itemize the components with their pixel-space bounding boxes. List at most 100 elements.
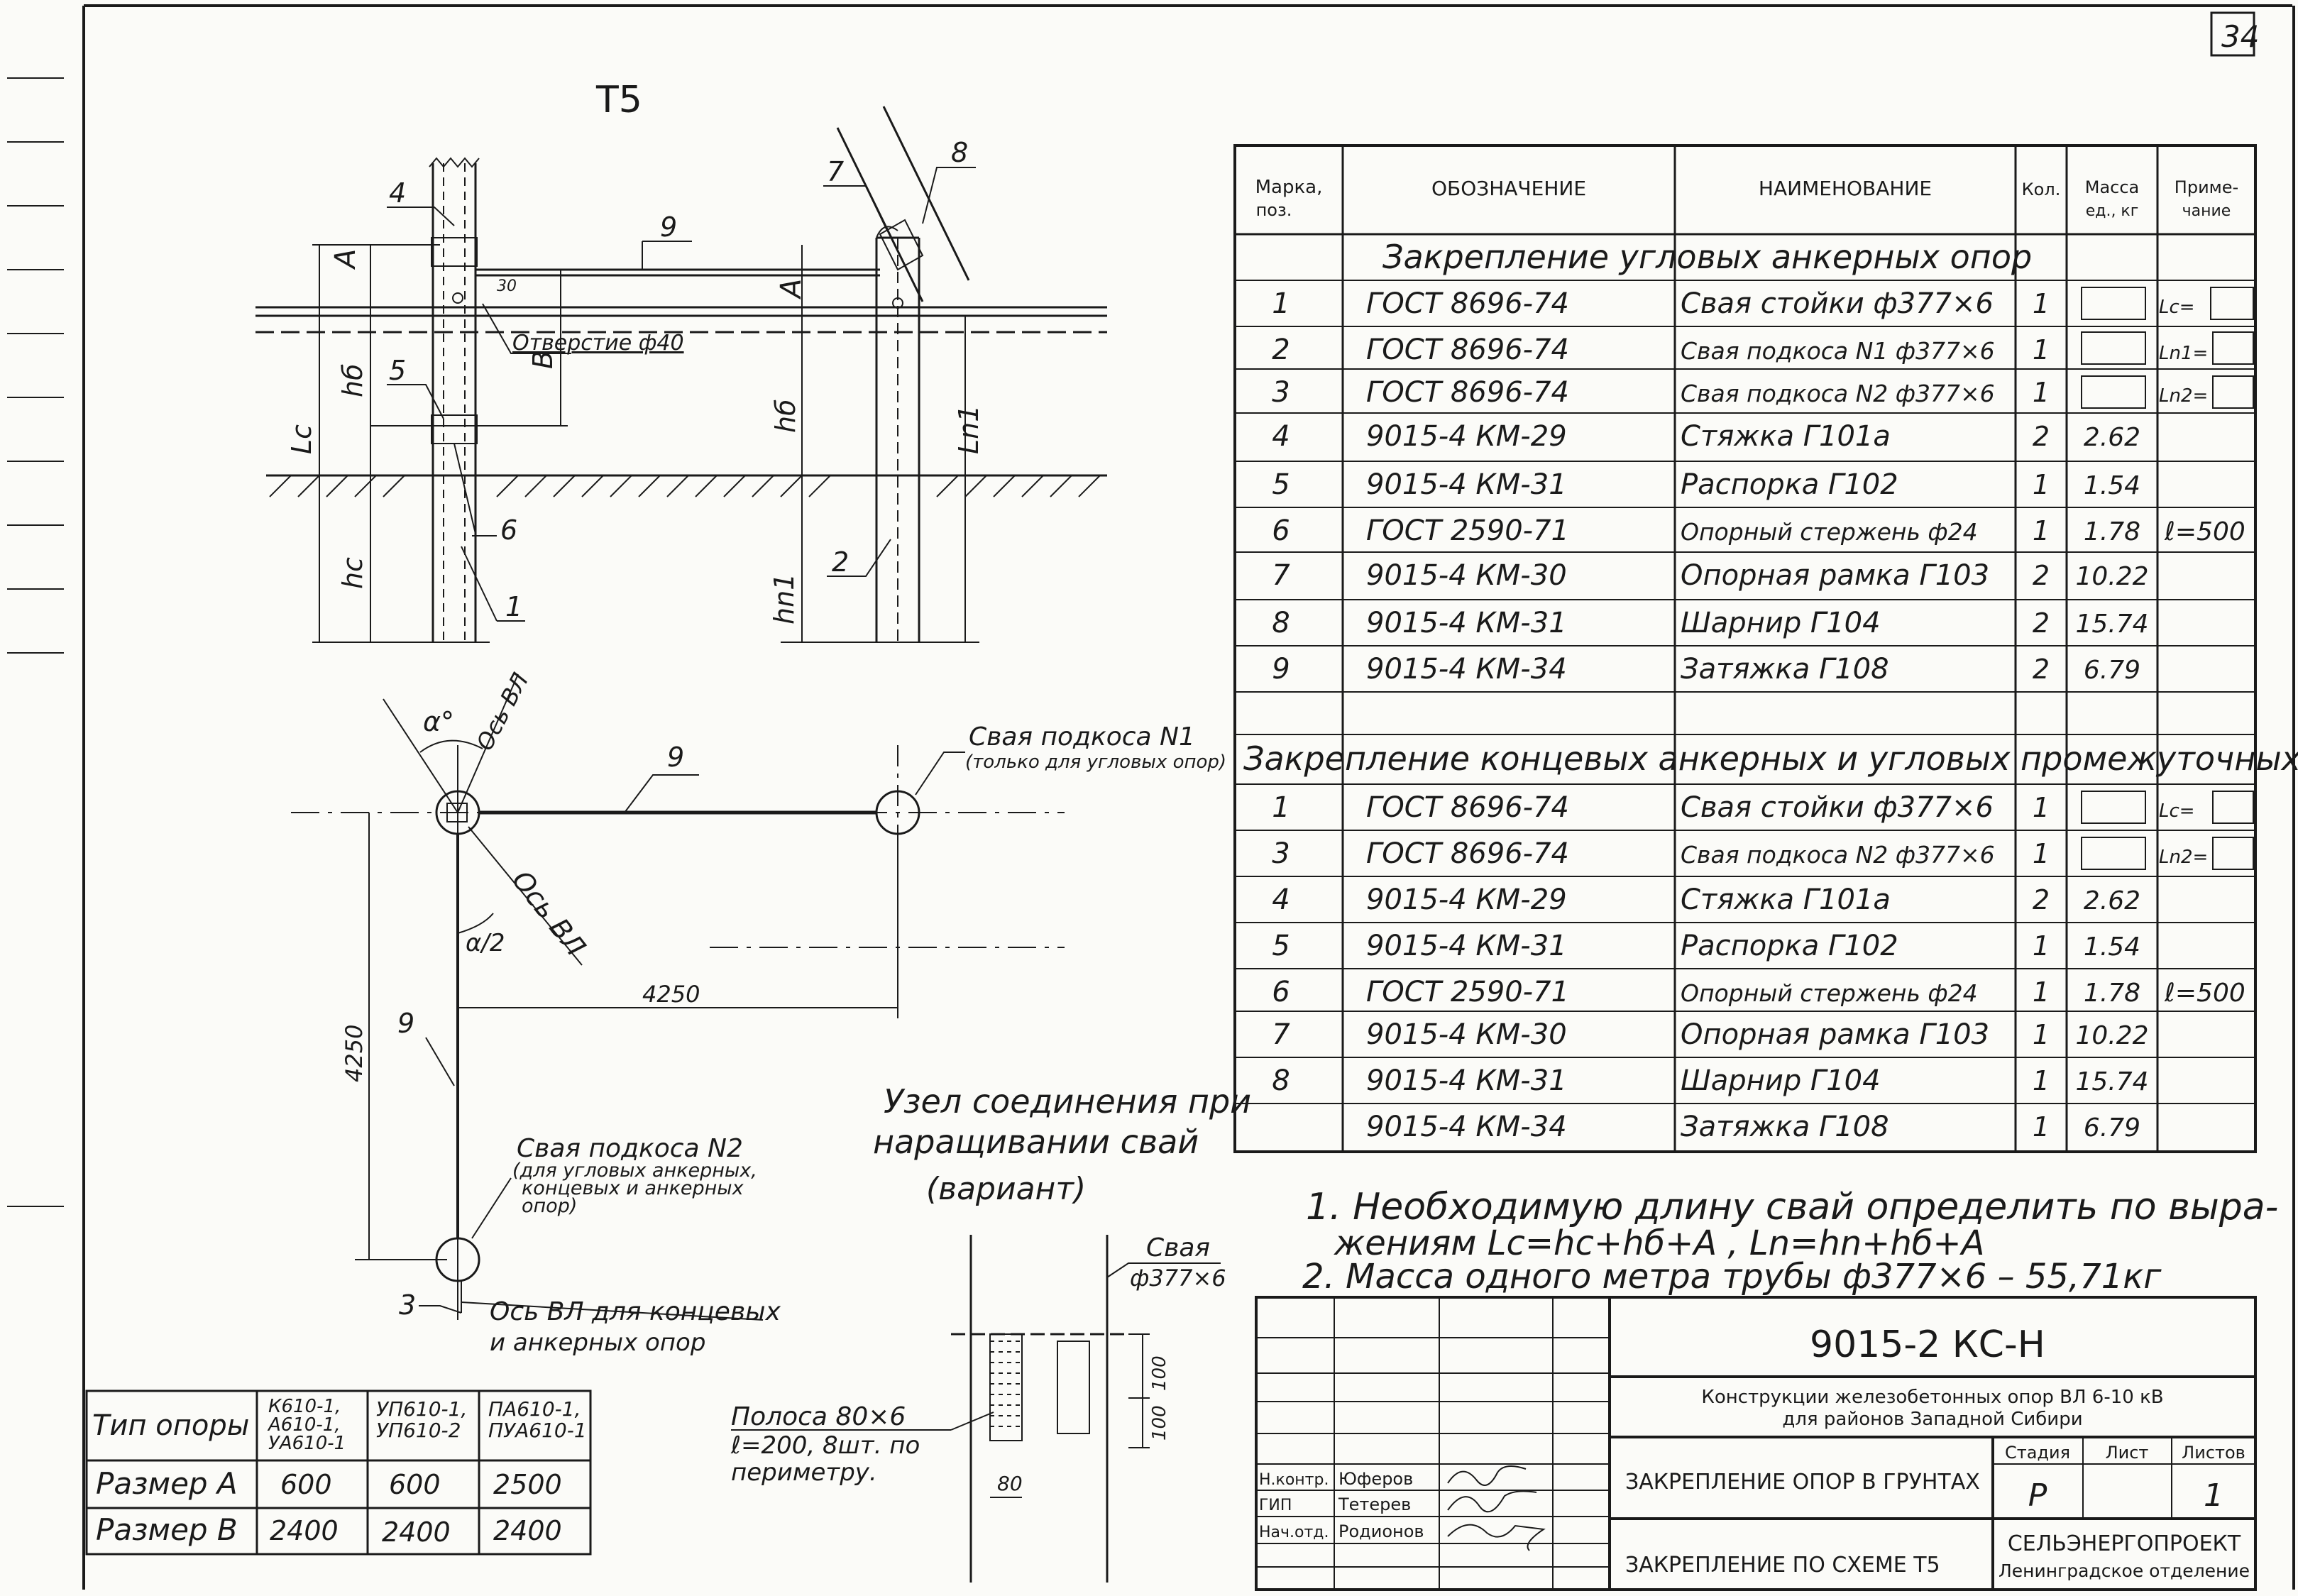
binding-margin-marks	[7, 77, 64, 1207]
type-table	[85, 1389, 592, 1556]
spec-row-qty: 2	[2033, 560, 2050, 591]
spec-row-qty: 2	[2033, 884, 2050, 915]
spec-row-qty: 1	[2033, 1065, 2050, 1096]
spec-row-pos: 1	[1272, 791, 1290, 824]
spec-row-qty: 1	[2033, 377, 2050, 408]
list-header: Лист	[2106, 1443, 2149, 1463]
spec-row-mass: 10.22	[2075, 562, 2148, 591]
spec-row-name: Распорка Г102	[1681, 930, 1898, 962]
node-pile-label: Свая	[1146, 1233, 1210, 1262]
spec-row-qty: 1	[2033, 288, 2050, 319]
spec-h-mark-1: Марка,	[1255, 177, 1323, 198]
spec-row-qty: 2	[2033, 607, 2050, 639]
spec-row-designation: 9015-4 КМ-30	[1366, 559, 1567, 592]
spec-row-mass: 15.74	[2075, 1067, 2148, 1096]
spec-row-name: Свая подкоса N1 ф377×6	[1681, 337, 1995, 365]
plan-view	[291, 673, 1065, 1321]
node-dim-80: 80	[997, 1472, 1023, 1495]
elevation-labels: A hб Lc hc B 30 A hб Ln1 hn1 4 5 6 1 9 7…	[286, 137, 984, 624]
spec-section-2: Закрепление концевых анкерных и угловых …	[1243, 739, 2298, 778]
note-1b: жениям Lc=hc+hб+A , Ln=hn+hб+A	[1334, 1223, 1984, 1263]
spec-row-pos: 3	[1272, 837, 1290, 870]
type-row-a-v1: 600	[280, 1469, 332, 1500]
spec-table-headers: Марка, поз. ОБОЗНАЧЕНИЕ НАИМЕНОВАНИЕ Кол…	[1255, 177, 2239, 220]
spec-row-qty: 1	[2033, 1111, 2050, 1143]
sign-name-1: Юферов	[1338, 1469, 1413, 1489]
spec-row-designation: ГОСТ 8696-74	[1366, 837, 1569, 870]
spec-h-mass-2: ед., кг	[2086, 202, 2139, 220]
dim-hb-left: hб	[337, 363, 368, 397]
spec-row-mass: 6.79	[2084, 656, 2140, 685]
spec-row-name: Опорный стержень ф24	[1681, 979, 1978, 1007]
sheet-title: ЗАКРЕПЛЕНИЕ ОПОР В ГРУНТАХ	[1625, 1470, 1980, 1495]
spec-h-qty: Кол.	[2022, 180, 2061, 199]
axis-vl-diagonal: Ось ВЛ	[506, 864, 592, 962]
callout-8: 8	[951, 137, 968, 168]
dim-hb-right: hб	[770, 399, 801, 433]
spec-row-qty: 2	[2033, 654, 2050, 685]
type-col3-l1: ПА610-1,	[488, 1397, 581, 1421]
axis-vl-upper: Ось ВЛ	[471, 668, 534, 755]
spec-row-qty: 1	[2033, 976, 2050, 1008]
spec-row-pos: 9	[1272, 653, 1290, 686]
pile-n2-note-1: (для угловых анкерных,	[512, 1160, 757, 1182]
spec-row-name: Опорная рамка Г103	[1681, 1018, 1989, 1051]
spec-row-note: ℓ=500	[2164, 517, 2245, 546]
spec-row-name: Распорка Г102	[1681, 468, 1898, 501]
spec-row-qty: 2	[2033, 421, 2050, 452]
lists-value: 1	[2204, 1477, 2223, 1514]
spec-row-designation: 9015-4 КМ-34	[1366, 1111, 1567, 1143]
axis-end-2: и анкерных опор	[490, 1328, 705, 1357]
view-label: T5	[595, 79, 642, 121]
node-dim-100a: 100	[1149, 1355, 1170, 1391]
dim-4250-h: 4250	[642, 981, 700, 1008]
spec-row-designation: ГОСТ 8696-74	[1366, 376, 1569, 409]
spec-h-designation: ОБОЗНАЧЕНИЕ	[1431, 177, 1586, 200]
pile-n1-note: (только для угловых опор)	[965, 752, 1226, 773]
sign-role-2: ГИП	[1259, 1497, 1292, 1514]
spec-row-note: Ln2=	[2159, 847, 2208, 868]
spec-row-note: Lc=	[2159, 800, 2195, 822]
spec-row-pos: 4	[1272, 884, 1290, 916]
spec-row-designation: 9015-4 КМ-31	[1366, 1064, 1567, 1097]
callout-7: 7	[827, 156, 844, 187]
spec-row-mass: 1.78	[2084, 979, 2140, 1008]
spec-row-mass: 6.79	[2084, 1113, 2140, 1143]
spec-row-name: Стяжка Г101а	[1681, 884, 1891, 916]
spec-h-mark-2: поз.	[1256, 200, 1292, 220]
dim-4250-v: 4250	[341, 1025, 368, 1082]
spec-row-mass: 2.62	[2084, 886, 2140, 915]
spec-h-name: НАИМЕНОВАНИЕ	[1759, 177, 1932, 200]
title-block-grid	[1255, 1296, 2257, 1591]
node-strip-1: Полоса 80×6	[731, 1402, 906, 1431]
type-col1-l1: К610-1,	[268, 1396, 341, 1417]
spec-row-note: Lc=	[2159, 297, 2195, 318]
type-row-b-label: Размер В	[96, 1512, 238, 1547]
node-detail-drawing	[731, 1235, 1221, 1583]
type-row-a-label: Размер А	[96, 1466, 238, 1501]
spec-row-designation: 9015-4 КМ-29	[1366, 884, 1567, 916]
hole-label: Отверстие ф40	[512, 331, 684, 356]
spec-row-name: Свая подкоса N2 ф377×6	[1681, 841, 1995, 869]
project-line-1: Конструкции железобетонных опор ВЛ 6-10 …	[1701, 1387, 2163, 1408]
type-table-header: Тип опоры	[92, 1409, 249, 1442]
node-strip-2: ℓ=200, 8шт. по	[730, 1431, 920, 1460]
spec-row-mass: 10.22	[2075, 1021, 2148, 1050]
spec-row-designation: ГОСТ 8696-74	[1366, 287, 1569, 320]
spec-row-mass: 1.54	[2084, 932, 2140, 962]
spec-row-designation: 9015-4 КМ-31	[1366, 607, 1567, 639]
spec-row-qty: 1	[2033, 1019, 2050, 1050]
spec-row-pos: 8	[1272, 607, 1290, 639]
stage-header: Стадия	[2005, 1443, 2070, 1463]
spec-row-pos: 2	[1272, 334, 1290, 366]
callout-3-plan: 3	[399, 1289, 416, 1321]
lists-header: Листов	[2182, 1443, 2245, 1463]
org-dept: Ленинградское отделение	[1999, 1561, 2250, 1581]
spec-row-designation: ГОСТ 2590-71	[1366, 514, 1569, 547]
callout-9-plan-v: 9	[397, 1008, 414, 1039]
pile-n1-title: Свая подкоса N1	[969, 722, 1195, 752]
dim-hn1: hn1	[769, 573, 800, 624]
